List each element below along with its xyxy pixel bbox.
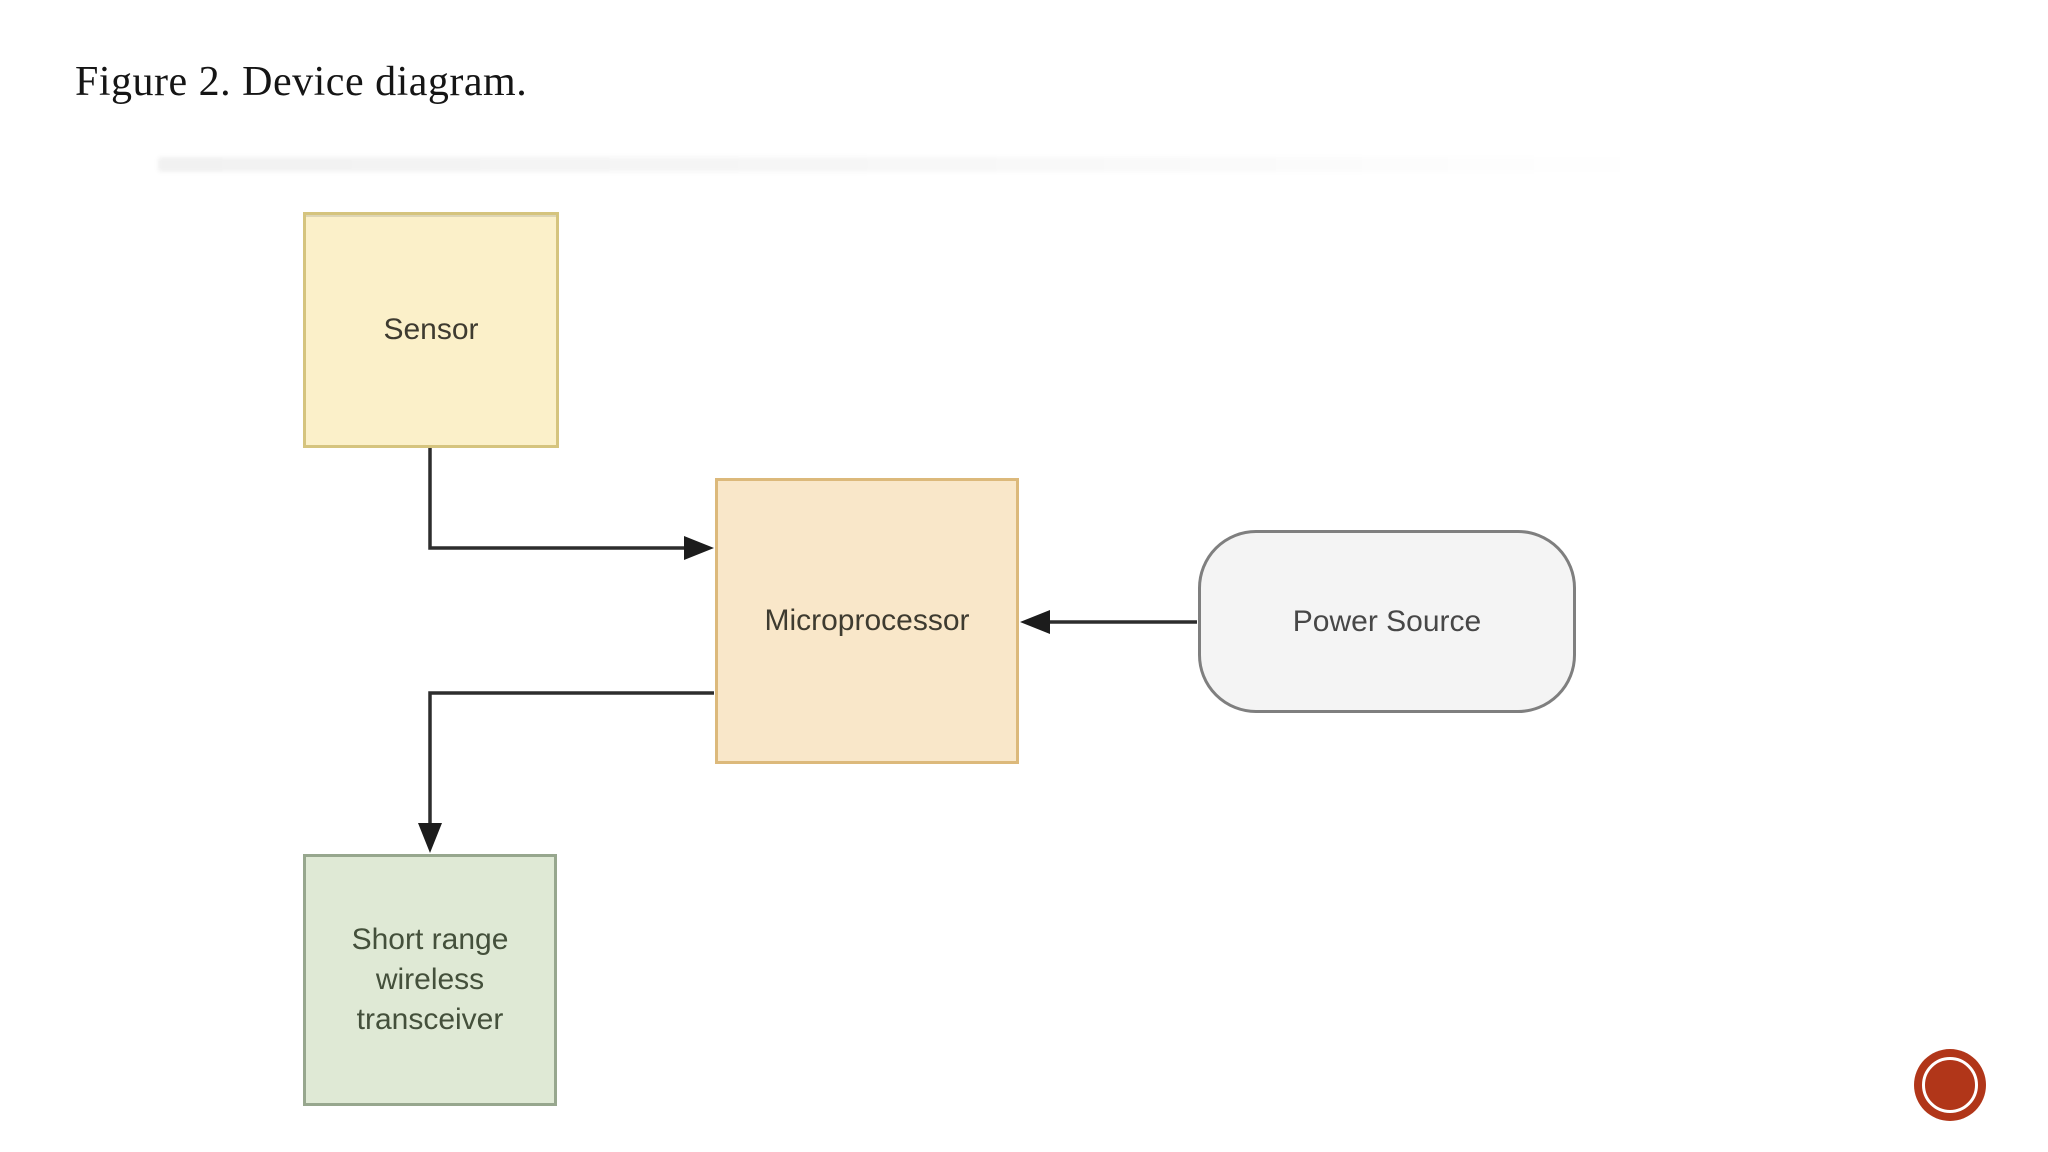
red-circle-decoration (1914, 1049, 1986, 1121)
node-transceiver-label: Short range wireless transceiver (351, 923, 509, 1036)
edge-microprocessor-to-transceiver (418, 691, 714, 853)
figure-caption: Figure 2. Device diagram. (75, 59, 528, 105)
edge-power-source-to-microprocessor (1020, 610, 1197, 634)
figure-top-shading (158, 157, 1663, 172)
node-microprocessor: Microprocessor (715, 478, 1019, 764)
node-microprocessor-label: Microprocessor (764, 604, 970, 637)
node-power-source: Power Source (1198, 530, 1576, 713)
node-sensor: Sensor (303, 212, 559, 448)
red-circle-inner-ring (1922, 1057, 1978, 1113)
node-power-source-label: Power Source (1292, 604, 1482, 638)
node-short-range-wireless-transceiver: Short range wireless transceiver (303, 854, 557, 1106)
edge-sensor-to-microprocessor (428, 448, 714, 560)
node-sensor-label: Sensor (383, 313, 479, 346)
